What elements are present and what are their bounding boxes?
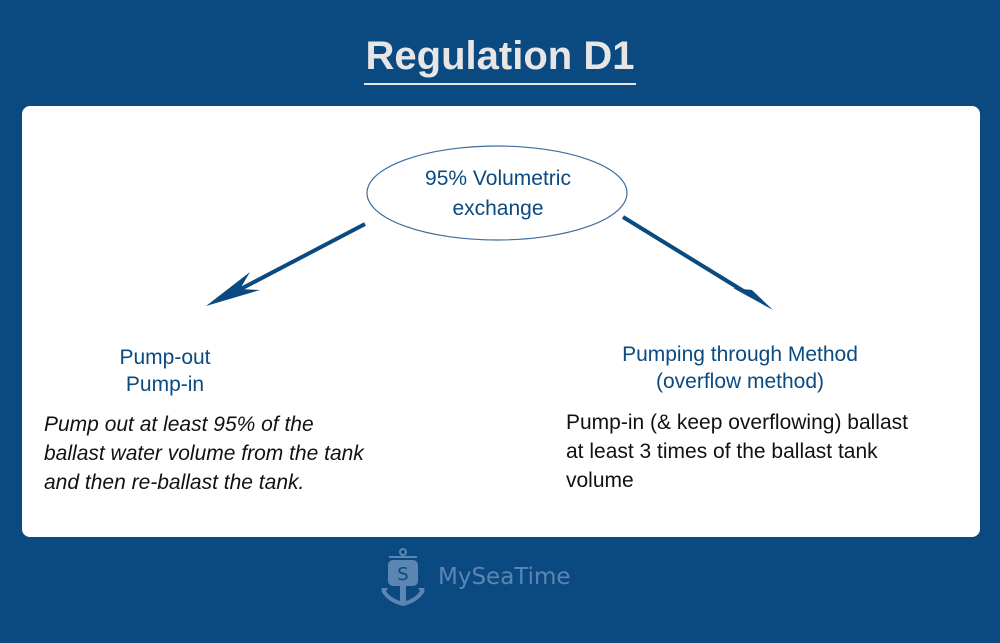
center-node: 95% Volumetric exchange (383, 164, 613, 224)
logo-letter: S (397, 564, 408, 585)
right-heading: Pumping through Method (overflow method) (580, 341, 900, 395)
left-heading: Pump-out Pump-in (80, 344, 250, 398)
anchor-s-icon: S (381, 548, 425, 606)
watermark-logo: S MySeaTime (380, 548, 571, 606)
diagram-card (22, 106, 980, 537)
left-description: Pump out at least 95% of the ballast wat… (44, 410, 364, 497)
right-description: Pump-in (& keep overflowing) ballast at … (566, 408, 908, 495)
page-title: Regulation D1 (363, 33, 637, 85)
arrow-right-icon (621, 215, 773, 310)
center-node-line2: exchange (452, 197, 544, 220)
left-description-line: ballast water volume from the tank (44, 442, 364, 465)
left-description-line: Pump out at least 95% of the (44, 413, 314, 436)
right-description-line: volume (566, 469, 634, 492)
logo-text: MySeaTime (438, 564, 571, 590)
page-title-wrap: Regulation D1 (0, 33, 1000, 85)
center-node-ellipse (366, 145, 628, 241)
left-heading-line2: Pump-in (125, 373, 205, 396)
right-heading-line1: Pumping through Method (622, 343, 858, 366)
right-description-line: at least 3 times of the ballast tank (566, 440, 878, 463)
right-heading-line2: (overflow method) (655, 370, 825, 393)
right-description-line: Pump-in (& keep overflowing) ballast (566, 411, 908, 434)
left-description-line: and then re-ballast the tank. (44, 471, 305, 494)
left-heading-line1: Pump-out (119, 346, 211, 369)
center-node-line1: 95% Volumetric (425, 167, 571, 190)
arrow-left-icon (206, 222, 366, 306)
